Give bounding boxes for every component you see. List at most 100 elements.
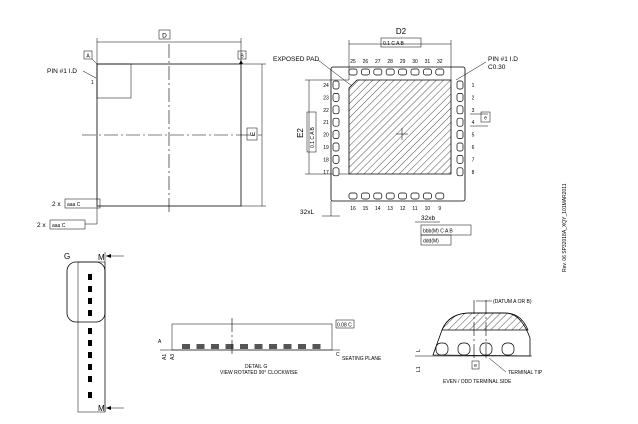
tol-e2-frame: [306, 111, 317, 153]
pin-label-29: 29: [400, 59, 406, 65]
tol-frame-side: [335, 319, 355, 329]
detail-terminal: [254, 344, 263, 349]
datum-a-label: A: [86, 54, 90, 60]
pin1-id-line2: C0.30: [488, 64, 506, 71]
dim-e-label: E: [250, 131, 257, 136]
detail-terminal: [240, 344, 248, 349]
exposed-pad: [348, 79, 452, 175]
terminal-pad-7: [456, 155, 464, 164]
terminal-pad-32: [435, 68, 445, 76]
dim-a3: A3: [170, 354, 176, 360]
terminal-section-pad: [435, 342, 449, 356]
pin-label-4: 4: [472, 120, 475, 126]
dim-d2-label: D2: [396, 27, 407, 36]
pin-label-14: 14: [375, 206, 381, 212]
section-arrow-top-head: [106, 254, 111, 258]
terminal-pad-17: [332, 167, 340, 177]
pin-label-17: 17: [323, 170, 329, 176]
pin-label-9: 9: [438, 206, 441, 212]
pin1-label: PIN #1 I.D: [47, 68, 77, 75]
terminal-pad-30: [410, 68, 420, 76]
terminal-pads: [332, 68, 464, 200]
terminal-tip-label: TERMINAL TIP: [508, 370, 543, 376]
pin-label-11: 11: [412, 206, 417, 212]
terminal-pad-11: [410, 192, 420, 200]
package-bottom-outline: [330, 66, 466, 202]
terminal-pad-25: [348, 68, 358, 76]
dim-e-frame-td: [471, 360, 480, 370]
dim-l-label: 32xL: [300, 209, 314, 216]
pin-label-16: 16: [350, 206, 356, 212]
pin-label-27: 27: [375, 59, 381, 65]
terminal-pad-24: [332, 80, 340, 90]
side-terminal: [88, 376, 92, 382]
terminal-pad-28: [385, 68, 395, 76]
detail-caption-1: DETAIL G: [245, 364, 267, 370]
pin1-id-leader: [455, 61, 487, 81]
terminal-pad-9: [435, 192, 445, 200]
side-terminal: [88, 352, 92, 358]
terminal-pad-5: [456, 130, 464, 139]
bottom-view: D2 0.1 C A B E2 0.1 C A B EXPOSED PAD PI…: [273, 27, 518, 246]
side-terminal: [88, 274, 92, 280]
tol1-frame: [64, 198, 101, 209]
tol2-frame: [49, 219, 86, 230]
terminal-pad-16: [348, 192, 358, 200]
dim-e-box: [246, 127, 258, 141]
terminal-pad-2: [456, 93, 464, 102]
detail-terminal: [298, 344, 306, 349]
detail-terminal: [269, 344, 277, 349]
pin-label-20: 20: [323, 133, 329, 139]
seating-plane-label: SEATING PLANE: [342, 356, 382, 362]
terminal-pad-14: [373, 192, 383, 200]
terminal-section-pad: [457, 342, 471, 356]
detail-terminals: [182, 344, 321, 349]
detail-terminal: [211, 344, 219, 349]
terminal-pad-29: [398, 68, 407, 76]
dim-l: L: [416, 349, 422, 352]
terminal-pad-22: [332, 105, 340, 115]
dim-a1: A1: [162, 354, 168, 360]
dim-e-terminal: e: [474, 363, 477, 369]
exposed-pad-leader: [317, 59, 353, 87]
dim-e-box-bv: [480, 111, 491, 123]
pin-label-13: 13: [387, 206, 393, 212]
terminal-pad-10: [423, 192, 432, 200]
side-terminal: [88, 286, 92, 292]
tol-e2: 0.1 C A B: [310, 126, 316, 148]
terminal-pad-4: [456, 117, 464, 127]
detail-terminal: [312, 344, 321, 349]
tol1-prefix: 2 x: [52, 201, 61, 208]
label-m-bottom: M: [98, 404, 105, 413]
pin-label-26: 26: [363, 59, 369, 65]
section-arrow-bottom-head: [106, 406, 111, 410]
terminal-pad-23: [332, 93, 340, 102]
datum-b-triangle: [239, 60, 243, 64]
pin-label-19: 19: [323, 145, 329, 151]
pin-label-21: 21: [323, 120, 329, 126]
dim-d-label: D: [162, 33, 167, 40]
side-terminal: [88, 310, 92, 316]
tol-side: 0.08 C: [337, 323, 352, 329]
terminal-pad-31: [423, 68, 432, 76]
package-side-outline: [77, 261, 106, 413]
terminal-hatched-section: [441, 312, 529, 331]
pin1-mark: 1: [91, 80, 94, 86]
detail-terminal: [196, 344, 205, 349]
terminal-section-pad: [501, 342, 515, 356]
side-terminals: [88, 274, 92, 398]
terminal-pad-13: [385, 192, 395, 200]
terminal-pad-12: [398, 192, 407, 200]
label-m-top: M: [98, 253, 105, 262]
tol-b-frame-2: [420, 234, 452, 246]
pin-label-6: 6: [472, 145, 475, 151]
terminal-pad-26: [361, 68, 370, 76]
tol1-box: aaa C: [67, 202, 81, 208]
side-view: G M M 0.08 C SEATING PLANE DETAIL G VIEW…: [64, 252, 382, 413]
tol-b-row2: ddd(M): [423, 239, 439, 245]
terminal-pad-27: [373, 68, 383, 76]
pin-label-1: 1: [472, 83, 475, 89]
pin-label-3: 3: [472, 108, 475, 114]
dim-e-bottom-view: e: [484, 116, 487, 122]
